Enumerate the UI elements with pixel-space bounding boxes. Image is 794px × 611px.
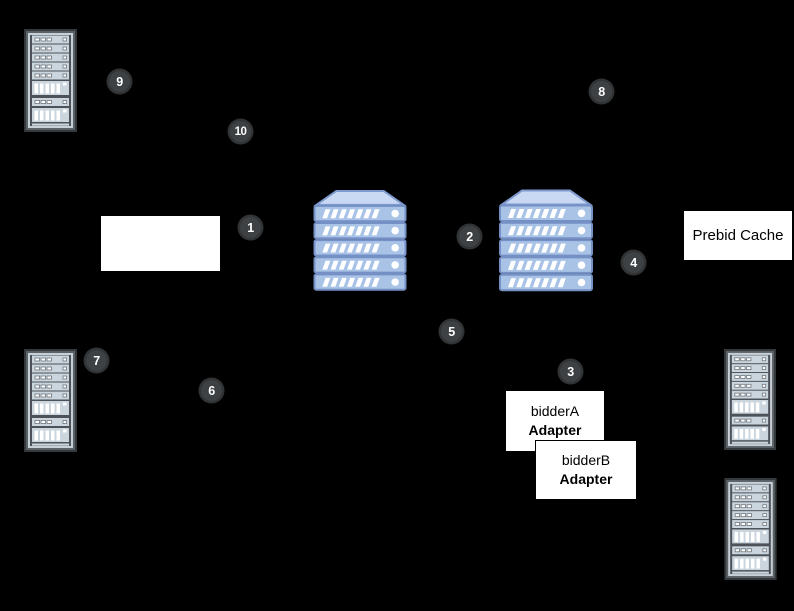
step-badge-4: 4 bbox=[623, 252, 644, 273]
step-badge-9: 9 bbox=[109, 71, 130, 92]
bidder-b-role: Adapter bbox=[559, 471, 613, 487]
server-rack-icon bbox=[724, 478, 777, 580]
bidder-b-adapter-box: bidderB Adapter bbox=[535, 440, 637, 500]
server-stack-icon bbox=[499, 188, 593, 292]
step-badge-1: 1 bbox=[240, 217, 261, 238]
step-badge-5: 5 bbox=[441, 321, 462, 342]
blank-white-box bbox=[100, 215, 221, 272]
step-badge-6: 6 bbox=[201, 380, 222, 401]
prebid-cache-box: Prebid Cache bbox=[683, 210, 793, 261]
prebid-cache-label: Prebid Cache bbox=[692, 227, 784, 244]
step-badge-7: 7 bbox=[86, 350, 107, 371]
step-badge-2: 2 bbox=[459, 226, 480, 247]
step-badge-10: 10 bbox=[230, 121, 251, 142]
bidder-a-role: Adapter bbox=[528, 422, 582, 438]
server-stack-icon bbox=[313, 189, 407, 291]
step-badge-3: 3 bbox=[560, 361, 581, 382]
bidder-b-name: bidderB bbox=[561, 452, 611, 468]
server-rack-icon bbox=[24, 349, 77, 452]
server-rack-icon bbox=[24, 29, 77, 132]
server-rack-icon bbox=[724, 349, 776, 450]
step-badge-8: 8 bbox=[591, 81, 612, 102]
bidder-a-name: bidderA bbox=[530, 403, 580, 419]
